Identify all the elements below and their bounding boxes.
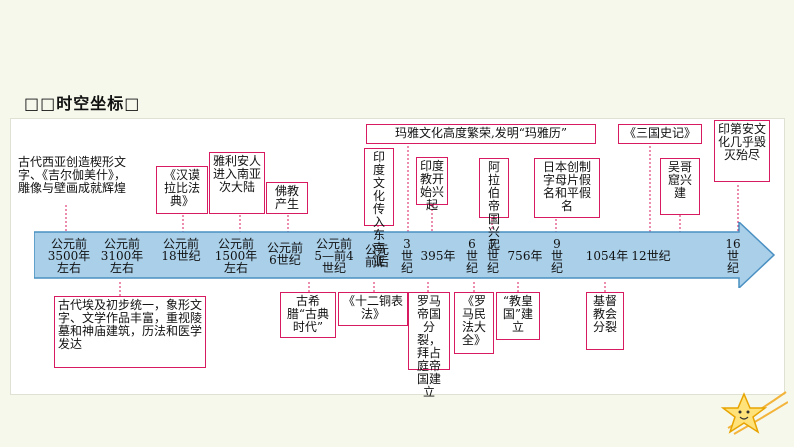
event-roman-split: 罗马帝国分裂，拜占庭帝国建立	[408, 292, 450, 399]
time-point-ad-era: 公元前后	[360, 244, 394, 268]
event-arab-empire: 阿拉伯帝国兴起	[479, 158, 509, 252]
time-point-9th-century: 9 世 纪	[550, 237, 563, 275]
page-title: □□时空坐标□	[24, 94, 141, 113]
event-indian-culture-sea: 印度文化传入东南亚	[364, 148, 394, 268]
time-point-3rd-century: 3 世 纪	[400, 237, 413, 275]
time-point-12th-century: 12世纪	[631, 249, 671, 263]
event-greek-classical: 古希腊“古典时代”	[280, 292, 336, 338]
event-papal-states: “教皇国”建立	[496, 292, 540, 340]
event-angkor-wat: 吴哥窟兴建	[660, 158, 700, 215]
time-point-756: 756年	[507, 249, 543, 263]
event-maya: 玛雅文化高度繁荣,发明“玛雅历”	[366, 124, 596, 144]
time-point-395: 395年	[420, 249, 456, 263]
time-point-6th-century: 6 世 纪	[465, 237, 478, 275]
event-twelve-tables: 《十二铜表法》	[338, 292, 408, 326]
event-aryans: 雅利安人进入南亚次大陆	[209, 152, 265, 214]
event-ancient-egypt: 古代埃及初步统一，象形文字、文学作品丰富，重视陵墓和神庙建筑，历法和医学发达	[54, 296, 206, 368]
event-japan-kana: 日本创制字母片假名和平假名	[534, 158, 600, 218]
event-samguk-sagi: 《三国史记》	[618, 124, 702, 144]
time-point-16th-century: 16 世 纪	[725, 237, 741, 275]
time-point-7th-century: 7 世 纪	[486, 238, 499, 275]
event-schism: 基督教会分裂	[586, 292, 624, 350]
star-icon	[720, 391, 788, 435]
event-west-asia: 古代西亚创造楔形文字、《吉尔伽美什》，雕像与壁画成就辉煌	[18, 155, 127, 195]
event-indigenous-culture: 印第安文化几乎毁灭殆尽	[714, 120, 770, 182]
event-corpus-juris: 《罗马民法大全》	[454, 292, 494, 354]
time-point-1054: 1054年	[585, 249, 629, 263]
event-hammurabi: 《汉谟拉比法典》	[156, 166, 208, 214]
timeline-arrow	[34, 222, 776, 288]
event-hinduism: 印度教开始兴起	[416, 157, 448, 212]
event-buddhism: 佛教产生	[266, 182, 308, 214]
